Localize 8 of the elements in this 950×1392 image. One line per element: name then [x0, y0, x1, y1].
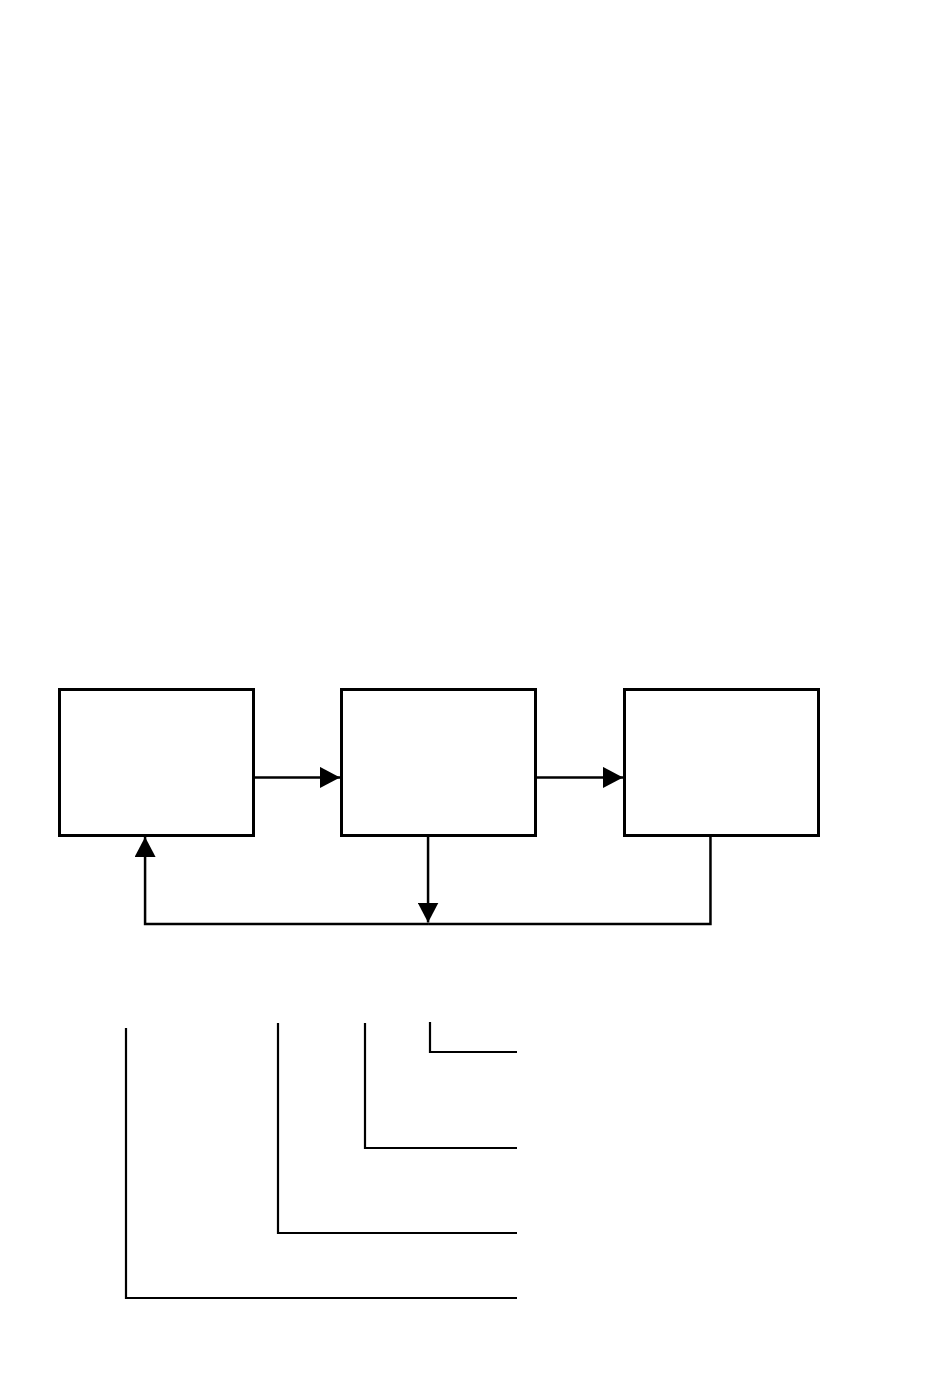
process-box — [623, 688, 820, 837]
arrow — [537, 766, 623, 788]
arrow — [417, 837, 439, 923]
process-box — [340, 688, 537, 837]
arrow — [134, 837, 429, 926]
connector-line — [428, 837, 712, 926]
process-box — [58, 688, 255, 837]
arrow — [255, 766, 340, 788]
